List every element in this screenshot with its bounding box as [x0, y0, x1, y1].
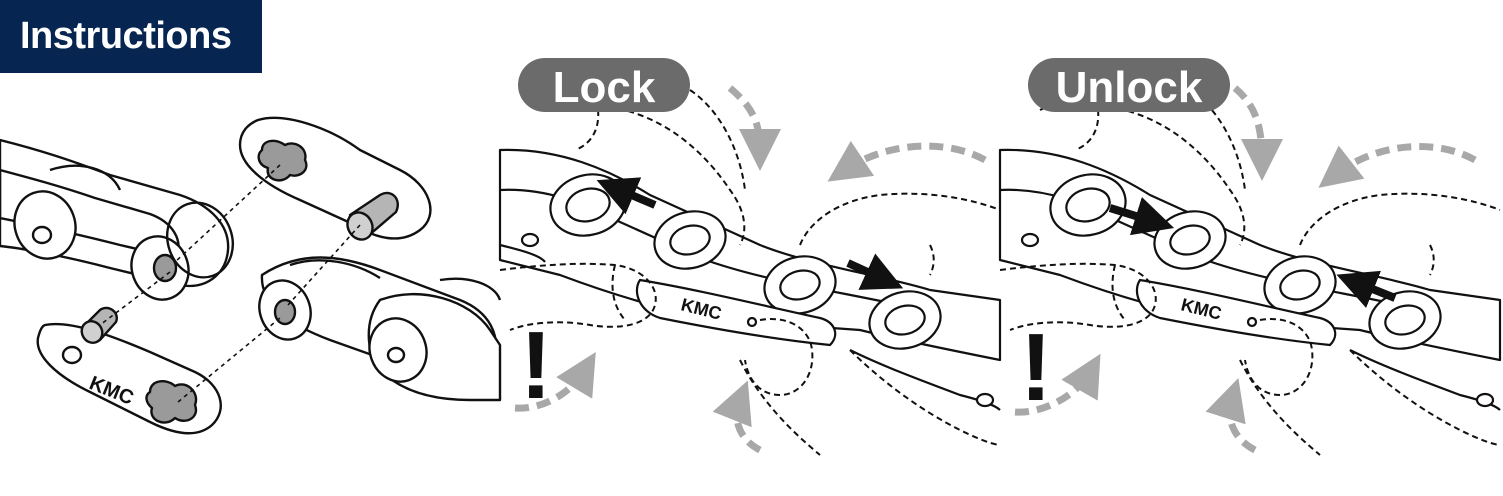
- left-chain-section: [0, 138, 234, 301]
- right-chain-section: [258, 256, 502, 402]
- unlock-gray-arrows: [1014, 85, 1477, 454]
- lock-label: Lock: [553, 63, 656, 112]
- lock-black-arrows: [596, 177, 904, 290]
- bottom-master-plate: KMC: [36, 322, 222, 435]
- assembly-guide-lines: [99, 164, 361, 403]
- lock-gray-arrows: [514, 85, 987, 454]
- unlock-label: Unlock: [1056, 63, 1203, 112]
- unlock-black-arrows: [1108, 196, 1397, 308]
- unlock-warning-icon: !: [1020, 314, 1052, 421]
- lock-panel: KMC Lock: [498, 58, 1002, 456]
- unlock-pill: [1028, 58, 1230, 112]
- lock-warning-icon: !: [520, 312, 552, 419]
- unlock-panel: KMC Unlock: [998, 58, 1502, 456]
- exploded-link-panel: KMC: [0, 116, 502, 435]
- pin-bottom: [80, 306, 118, 344]
- lock-pill: [518, 58, 690, 112]
- top-master-plate: [238, 116, 432, 240]
- instructions-header: Instructions: [0, 0, 262, 73]
